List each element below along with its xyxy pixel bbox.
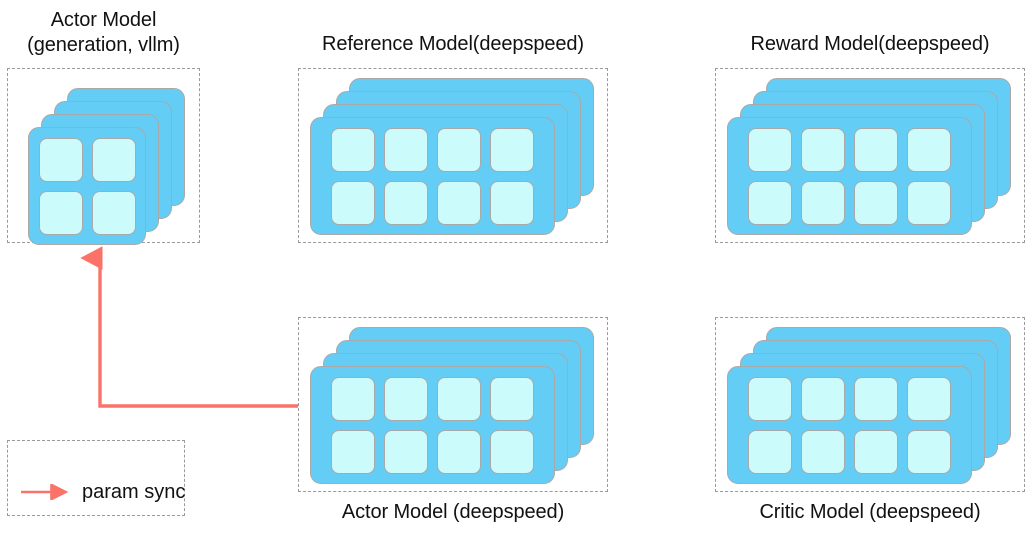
card-cell (384, 376, 428, 421)
group-title-reference: Reference Model(deepspeed) (321, 33, 584, 55)
card-layer-front (28, 127, 146, 245)
card-cell (748, 376, 792, 421)
card-cell (907, 376, 951, 421)
card-layer-front (727, 117, 972, 235)
card-cell (331, 180, 375, 225)
group-box-actor-deepspeed (298, 317, 608, 492)
card-cell (907, 180, 951, 225)
card-cell (384, 127, 428, 172)
card-cell (801, 180, 845, 225)
card-cell (91, 137, 136, 182)
card-cell (331, 127, 375, 172)
card-cell (331, 429, 375, 474)
card-cell (384, 429, 428, 474)
card-stack-actor-deepspeed (299, 318, 609, 493)
card-cell (854, 429, 898, 474)
card-layer-front (310, 366, 555, 484)
group-title-actor-deepspeed: Actor Model (deepspeed) (341, 501, 565, 523)
group-title-actor-vllm: Actor Model (generation, vllm) (27, 9, 180, 56)
card-cell (38, 137, 83, 182)
card-stack-reference (299, 69, 609, 244)
card-cell (38, 190, 83, 235)
card-stack-critic (716, 318, 1026, 493)
group-title-critic: Critic Model (deepspeed) (759, 501, 981, 523)
card-cell (748, 127, 792, 172)
card-cell (437, 376, 481, 421)
param-sync-arrow-path (80, 246, 298, 408)
card-cell (490, 429, 534, 474)
legend-item-param-sync: param sync (20, 481, 185, 503)
card-cell (437, 429, 481, 474)
group-box-reward (715, 68, 1025, 243)
legend-box: param sync (7, 440, 185, 516)
card-cell (854, 180, 898, 225)
card-cell (801, 376, 845, 421)
card-cell (490, 127, 534, 172)
card-cell (854, 376, 898, 421)
card-layer-front (310, 117, 555, 235)
group-box-reference (298, 68, 608, 243)
card-cell (854, 127, 898, 172)
group-box-actor-vllm (7, 68, 201, 245)
card-cell (748, 180, 792, 225)
card-cell (91, 190, 136, 235)
card-cell (801, 429, 845, 474)
card-cell (490, 376, 534, 421)
card-cell (331, 376, 375, 421)
card-cell (801, 127, 845, 172)
card-cell (437, 180, 481, 225)
card-cell (384, 180, 428, 225)
legend-label-param-sync: param sync (82, 481, 186, 503)
arrow-right-icon (21, 484, 69, 500)
card-stack-actor-vllm (8, 69, 201, 245)
group-title-reward: Reward Model(deepspeed) (750, 33, 990, 55)
card-cell (907, 429, 951, 474)
card-cell (437, 127, 481, 172)
card-cell (490, 180, 534, 225)
card-cell (748, 429, 792, 474)
card-layer-front (727, 366, 972, 484)
card-stack-reward (716, 69, 1026, 244)
card-cell (907, 127, 951, 172)
group-box-critic (715, 317, 1025, 492)
